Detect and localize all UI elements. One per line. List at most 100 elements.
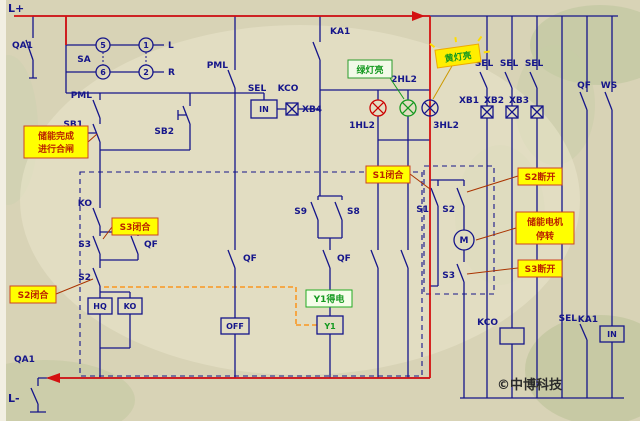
motor-icon <box>453 229 475 251</box>
svg-text:S3闭合: S3闭合 <box>120 221 152 233</box>
svg-text:Y1得电: Y1得电 <box>313 293 345 305</box>
callout-motor-stop: 储能电机 停转 <box>515 211 575 245</box>
callout-s2-open: S2断开 <box>517 167 563 186</box>
hq-coil-box <box>87 297 113 315</box>
label-xb4: XB4 <box>302 105 322 115</box>
highlighted-current-path <box>14 11 431 383</box>
kco-coil-box <box>499 327 525 345</box>
mechanism-dashed-box <box>79 171 423 377</box>
label-qf-top: QF <box>577 81 591 91</box>
label-in-mid: IN <box>259 105 269 114</box>
label-ka1-bottom: KA1 <box>578 315 598 325</box>
yellow-callout-leader <box>432 65 453 100</box>
annotation-callouts: 储能完成 进行合闸 S3闭合 S2闭合 绿灯亮 黄灯亮 S1闭合 S2断开 <box>9 35 575 308</box>
label-xb1: XB1 <box>459 96 479 106</box>
label-hq-coil: HQ <box>93 302 107 311</box>
callout-s3-open: S3断开 <box>517 259 563 278</box>
label-qf-mid2: QF <box>243 254 257 264</box>
svg-text:S2闭合: S2闭合 <box>18 289 50 301</box>
label-pml-left: PML <box>71 91 93 101</box>
callout-leaders <box>55 133 519 295</box>
label-xb2: XB2 <box>484 96 504 106</box>
svg-text:绿灯亮: 绿灯亮 <box>356 64 383 76</box>
label-s2-left: S2 <box>78 273 91 283</box>
label-sel-r2: SEL <box>500 59 519 69</box>
callout-s3-closed: S3闭合 <box>111 217 159 236</box>
callout-motor-stop-line1: 储能电机 <box>527 216 563 228</box>
callout-yellow-lamp-on: 黄灯亮 <box>429 35 490 69</box>
label-s1: S1 <box>416 205 429 215</box>
label-s8: S8 <box>347 207 360 217</box>
callout-green-lamp-on: 绿灯亮 <box>347 59 393 79</box>
label-s2-right: S2 <box>442 205 455 215</box>
svg-text:黄灯亮: 黄灯亮 <box>444 49 472 65</box>
label-2hl2: 2HL2 <box>391 75 417 85</box>
label-qf-mid: QF <box>337 254 351 264</box>
in-box-mid <box>250 99 278 119</box>
label-sa-6: 6 <box>100 68 106 77</box>
callout-storage-done-line1: 储能完成 <box>38 130 74 142</box>
sa-contact-5-icon <box>95 37 111 53</box>
arrow-left-icon <box>46 373 60 383</box>
callout-motor-stop-line2: 停转 <box>536 230 554 242</box>
component-labels: L+ QA1 SA 5 1 6 2 L R PML SB1 SB2 PML SE… <box>8 2 617 405</box>
label-sel-bottom: SEL <box>559 314 578 324</box>
green-lamp-icon <box>399 99 417 117</box>
label-sa-2: 2 <box>143 68 149 77</box>
callout-y1-energized: Y1得电 <box>305 289 353 308</box>
sa-contact-2-icon <box>138 64 154 80</box>
green-callout-leader <box>389 77 405 100</box>
svg-text:S3断开: S3断开 <box>525 263 556 275</box>
label-sel-r1: SEL <box>475 59 494 69</box>
callout-storage-done-line2: 进行合闸 <box>38 143 74 155</box>
label-sa-1: 1 <box>143 41 149 50</box>
terminal-xb3-icon <box>530 105 544 119</box>
terminal-xb4-icon <box>285 102 299 116</box>
label-qf-left: QF <box>144 240 158 250</box>
callout-s2-closed: S2闭合 <box>9 285 57 304</box>
label-kco-mid: KCO <box>278 84 299 94</box>
label-ka1-top: KA1 <box>330 27 350 37</box>
dashed-enclosures <box>79 165 495 377</box>
label-l-plus: L+ <box>8 2 24 15</box>
in-box-bottom <box>599 325 625 343</box>
label-ko-contact: KO <box>78 199 93 209</box>
label-xb3: XB3 <box>509 96 529 106</box>
callout-s1-closed: S1闭合 <box>365 165 411 184</box>
component-symbols <box>87 37 625 345</box>
red-lamp-icon <box>369 99 387 117</box>
label-l-minus: L- <box>8 392 20 405</box>
label-qa1-bottom: QA1 <box>14 355 35 365</box>
label-ko-coil: KO <box>124 302 137 311</box>
label-in-bottom: IN <box>607 330 617 339</box>
label-pml-mid: PML <box>207 61 229 71</box>
label-sb1: SB1 <box>63 120 83 130</box>
arrow-right-icon <box>412 11 425 21</box>
label-s9: S9 <box>294 207 307 217</box>
ko-coil-box <box>117 297 143 315</box>
callout-storage-done: 储能完成 进行合闸 <box>23 125 89 159</box>
label-y1-coil: Y1 <box>323 322 336 331</box>
label-sa: SA <box>77 55 90 65</box>
terminal-xb2-icon <box>505 105 519 119</box>
label-off-coil: OFF <box>226 322 244 331</box>
off-coil-box <box>220 317 250 335</box>
yellow-lamp-icon <box>421 99 439 117</box>
terminal-xb1-icon <box>480 105 494 119</box>
svg-text:S1闭合: S1闭合 <box>373 169 405 181</box>
energize-dashed-path <box>104 286 317 326</box>
y1-coil-box <box>316 315 344 335</box>
label-3hl2: 3HL2 <box>433 121 459 131</box>
label-1hl2: 1HL2 <box>349 121 375 131</box>
sa-contact-1-icon <box>138 37 154 53</box>
svg-text:S2断开: S2断开 <box>525 171 556 183</box>
label-pos-r: R <box>168 68 175 78</box>
label-sel-mid: SEL <box>248 84 267 94</box>
label-s3-left: S3 <box>78 240 91 250</box>
label-pos-l: L <box>168 41 174 51</box>
label-motor: M <box>460 236 469 246</box>
label-ws: WS <box>601 81 617 91</box>
label-sb2: SB2 <box>154 127 174 137</box>
